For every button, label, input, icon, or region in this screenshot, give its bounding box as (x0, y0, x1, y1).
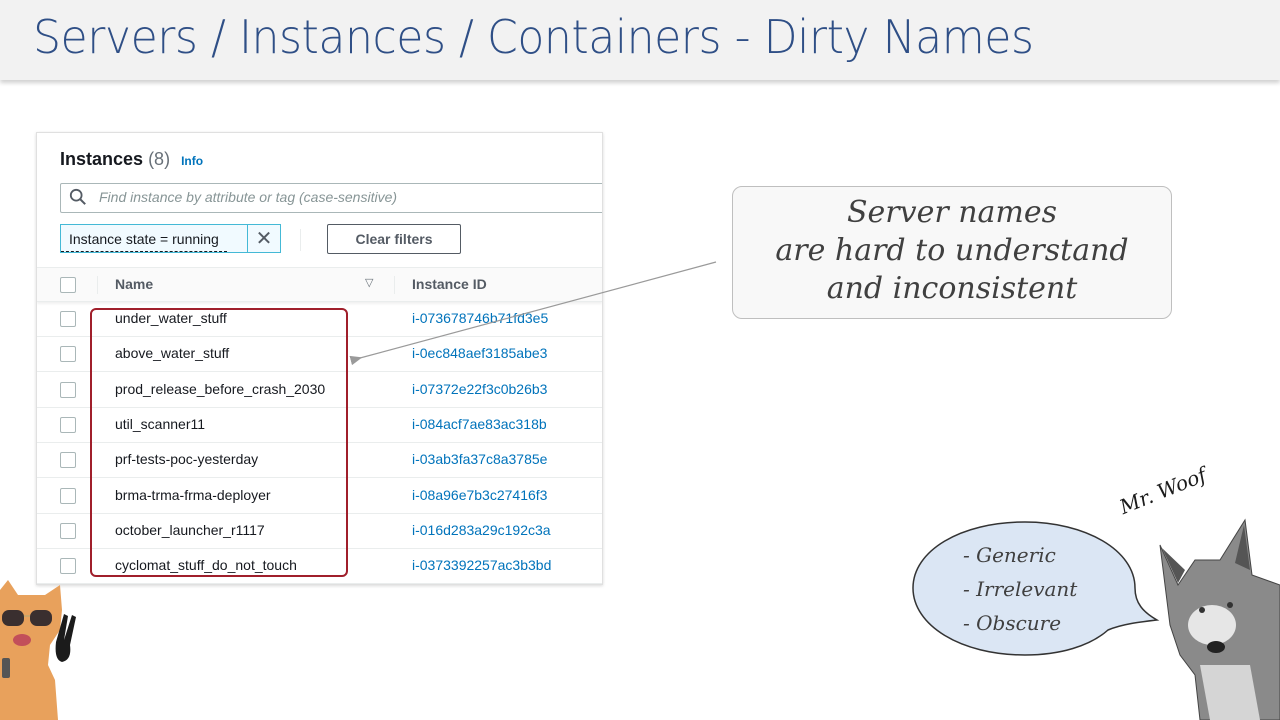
search-icon (69, 188, 86, 205)
instance-name: cyclomat_stuff_do_not_touch (115, 557, 297, 574)
slide-title: Servers / Instances / Containers - Dirty… (33, 10, 1034, 64)
instance-id-link[interactable]: i-08a96e7b3c27416f3 (412, 486, 548, 503)
bubble-item: - Obscure (963, 611, 1062, 635)
instance-name: util_scanner11 (115, 415, 206, 432)
filter-chip[interactable]: Instance state = running ✕ (60, 224, 281, 253)
table-row[interactable]: prf-tests-poc-yesterday i-03ab3fa37c8a378… (37, 442, 602, 479)
speech-bubble-text: - Generic - Irrelevant - Obscure (963, 538, 1077, 640)
character-name-label: Mr. Woof (1116, 462, 1210, 519)
wolf-image (1159, 518, 1280, 720)
column-header-name[interactable]: Name (115, 276, 154, 292)
instance-id-link[interactable]: i-073678746b71fd3e5 (412, 310, 549, 326)
bubble-item: - Irrelevant (963, 577, 1078, 601)
row-checkbox[interactable] (60, 452, 76, 469)
instance-id-link[interactable]: i-07372e22f3c0b26b3 (412, 380, 548, 397)
table-header: Name ▽ Instance ID (37, 267, 602, 302)
table-row[interactable]: brma-trma-frma-deployer i-08a96e7b3c27416… (37, 478, 602, 514)
row-checkbox[interactable] (60, 311, 76, 327)
search-box[interactable] (60, 183, 602, 213)
instance-name: october_launcher_r1117 (115, 521, 265, 538)
search-input[interactable] (97, 188, 601, 206)
instance-id-link[interactable]: i-0ec848aef3185abe3 (412, 345, 548, 362)
divider (300, 229, 301, 251)
select-all-checkbox[interactable] (60, 277, 76, 293)
row-checkbox[interactable] (60, 522, 76, 539)
clear-filters-button[interactable]: Clear filters (327, 224, 461, 254)
instance-name: prod_release_before_crash_2030 (115, 380, 326, 397)
row-checkbox[interactable] (60, 346, 76, 363)
instance-name: under_water_stuff (115, 310, 227, 326)
cat-image (0, 580, 76, 720)
instance-count: (8) (148, 149, 171, 169)
instance-id-link[interactable]: i-084acf7ae83ac318b (412, 415, 547, 432)
row-checkbox[interactable] (60, 381, 76, 398)
instance-id-link[interactable]: i-016d283a29c192c3a (412, 521, 551, 538)
instance-name: prf-tests-poc-yesterday (115, 451, 259, 468)
info-link[interactable]: Info (181, 154, 204, 168)
bubble-item: - Generic (963, 543, 1056, 567)
row-checkbox[interactable] (60, 558, 76, 575)
instance-id-link[interactable]: i-0373392257ac3b3bd (412, 557, 552, 574)
instance-id-link[interactable]: i-03ab3fa37c8a3785e (412, 451, 548, 468)
callout-line: are hard to understand (775, 233, 1129, 268)
filter-chip-label: Instance state = running (61, 226, 227, 252)
table-row[interactable]: cyclomat_stuff_do_not_touch i-0373392257a… (37, 548, 602, 584)
table-row[interactable]: october_launcher_r1117 i-016d283a29c192c3… (37, 513, 602, 549)
panel-title: Instances (60, 149, 144, 169)
remove-filter-icon[interactable]: ✕ (247, 225, 280, 252)
instance-name: brma-trma-frma-deployer (115, 486, 271, 503)
instance-name: above_water_stuff (115, 345, 230, 362)
sort-down-icon[interactable]: ▽ (365, 277, 374, 289)
slide-title-bar: Servers / Instances / Containers - Dirty… (0, 0, 1280, 80)
callout-line: Server names (846, 195, 1058, 230)
names-highlight-box (90, 308, 348, 577)
row-checkbox[interactable] (60, 487, 76, 504)
column-divider (97, 276, 98, 294)
column-header-instance-id[interactable]: Instance ID (412, 276, 487, 292)
table-row[interactable]: util_scanner11 i-084acf7ae83ac318b (37, 407, 602, 443)
panel-header: Instances (8) Info (60, 149, 203, 170)
row-checkbox[interactable] (60, 416, 76, 433)
table-row[interactable]: prod_release_before_crash_2030 i-07372e22… (37, 372, 602, 408)
callout-line: and inconsistent (826, 271, 1078, 306)
column-divider (394, 276, 395, 294)
callout-box: Server names are hard to understand and … (732, 186, 1172, 319)
